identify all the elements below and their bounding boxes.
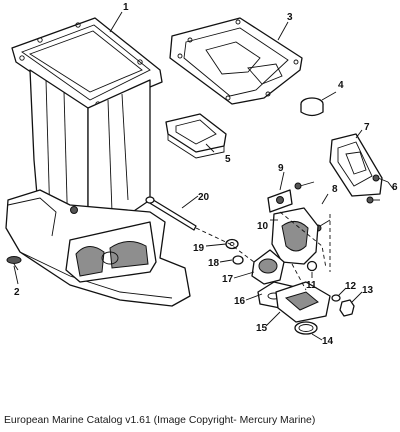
long-screw-part-20 — [145, 196, 197, 231]
callout-4: 4 — [338, 80, 344, 91]
assembly-lines — [195, 211, 331, 291]
seal-part-5 — [165, 113, 227, 159]
o-ring-part-14 — [294, 321, 318, 335]
callout-labels: 1 3 4 5 7 6 8 9 10 11 12 13 14 15 16 17 … — [14, 2, 398, 347]
callout-14: 14 — [322, 336, 334, 347]
callout-17: 17 — [222, 274, 234, 285]
bushing-part-10 — [271, 207, 319, 265]
mount-bracket-part-9 — [267, 189, 293, 213]
plug-part-4 — [300, 97, 324, 117]
callout-2: 2 — [14, 287, 20, 298]
callout-9: 9 — [278, 163, 284, 174]
callout-19: 19 — [193, 243, 205, 254]
callout-7: 7 — [364, 122, 370, 133]
washer-part-12 — [331, 294, 341, 302]
nut-part-13 — [339, 299, 355, 317]
image-caption: European Marine Catalog v1.61 (Image Cop… — [4, 415, 316, 426]
callout-8: 8 — [332, 184, 338, 195]
exploded-parts-diagram: 1 3 4 5 7 6 8 9 10 11 12 13 14 15 16 17 … — [5, 2, 398, 347]
callout-1: 1 — [123, 2, 129, 13]
washer-part-19 — [225, 238, 239, 250]
callout-12: 12 — [345, 281, 357, 292]
callout-13: 13 — [362, 285, 374, 296]
screw-part-2 — [6, 256, 22, 271]
callout-20: 20 — [198, 192, 210, 203]
rubber-mount-part-17 — [251, 249, 285, 285]
callout-6: 6 — [392, 182, 398, 193]
callout-16: 16 — [234, 296, 246, 307]
callout-3: 3 — [287, 12, 293, 23]
callout-11: 11 — [306, 280, 317, 291]
callout-18: 18 — [208, 258, 220, 269]
callout-10: 10 — [257, 221, 269, 232]
spacer-part-18 — [232, 255, 244, 265]
clamp-part-15 — [275, 281, 331, 323]
cover-part-7 — [329, 133, 383, 197]
nut-part-11 — [306, 260, 318, 272]
callout-5: 5 — [225, 154, 231, 165]
driveshaft-housing-part — [5, 17, 191, 307]
gasket-part-3 — [169, 17, 303, 105]
leader-lines — [13, 11, 395, 341]
callout-15: 15 — [256, 323, 268, 334]
screws-part-6 — [366, 174, 389, 204]
